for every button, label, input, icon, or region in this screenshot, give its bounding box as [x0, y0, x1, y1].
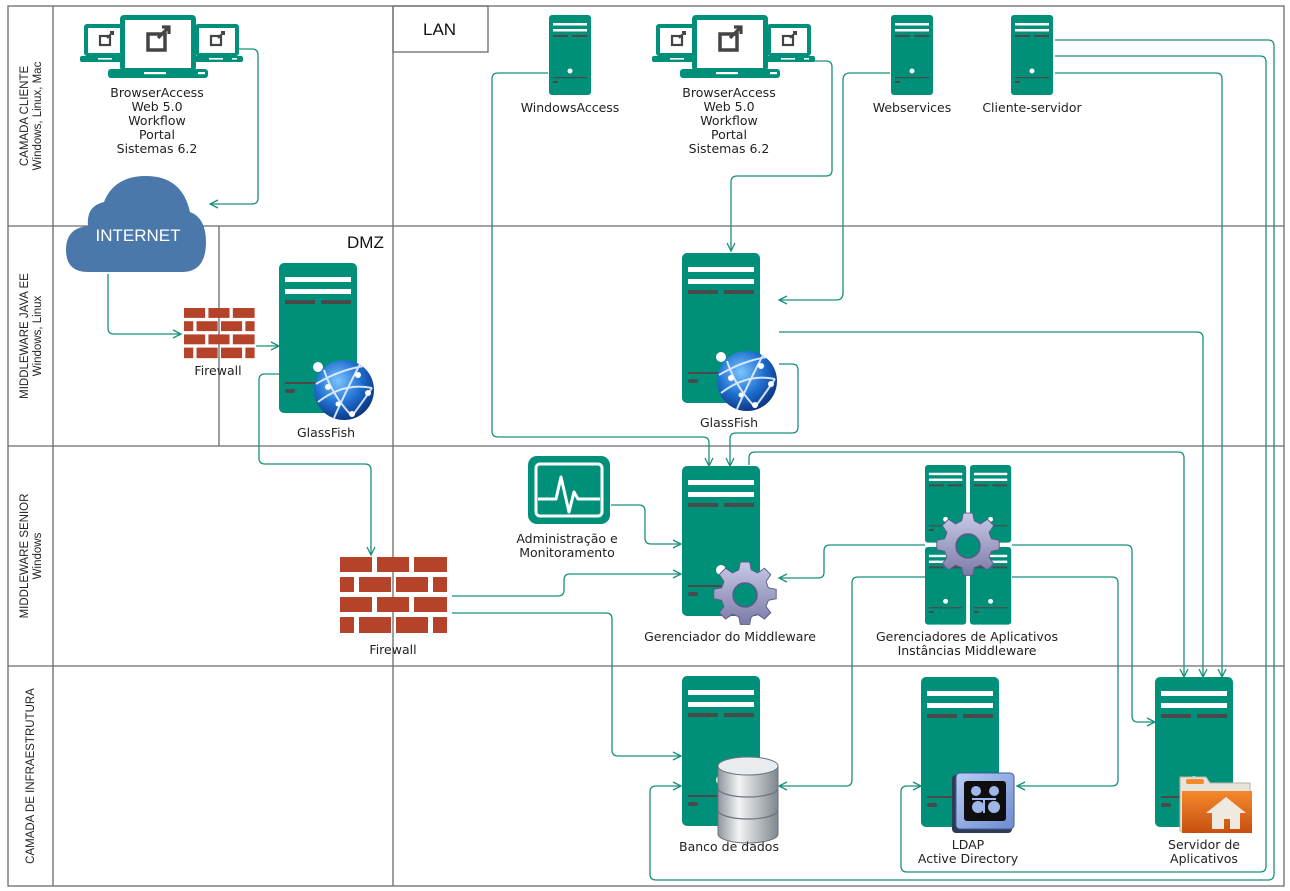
- node-label: Aplicativos: [1170, 851, 1238, 866]
- node-client-browser-internet[interactable]: BrowserAccess Web 5.0 Workflow Portal Si…: [80, 15, 243, 156]
- directory-book-icon: [951, 772, 1015, 834]
- zone-label-dmz: DMZ: [347, 233, 384, 252]
- lane-title: MIDDLEWARE SENIOR: [19, 494, 31, 619]
- connector-firewall2-banco: [452, 612, 680, 757]
- server-icon: [891, 15, 933, 95]
- server-icon: [549, 15, 591, 95]
- lane-title: MIDDLEWARE JAVA EE: [19, 273, 31, 399]
- swimlane-grid: [7, 5, 1285, 887]
- lane-subtitle: Windows: [32, 532, 44, 579]
- node-admin-monitoring[interactable]: Administração e Monitoramento: [516, 456, 618, 560]
- node-gerenciador-middleware[interactable]: Gerenciador do Middleware: [644, 466, 816, 644]
- connector-admin-gerenciador: [611, 504, 680, 545]
- lane-label-senior: MIDDLEWARE SENIOR Windows: [19, 494, 44, 619]
- connector-clienteservidor-ldap: [900, 55, 1267, 873]
- connector-client-internet: [210, 48, 259, 205]
- connector-clienteservidor-servidor: [1055, 72, 1223, 676]
- lane-label-infra: CAMADA DE INFRAESTRUTURA: [25, 688, 37, 864]
- connector-browser-glassfish: [730, 60, 833, 250]
- connector-windowsaccess-gerenciador: [491, 72, 710, 465]
- laptops-icon: [652, 15, 815, 78]
- connector-appmanagers-ldap: [1012, 576, 1119, 787]
- node-webservices[interactable]: Webservices: [873, 15, 952, 115]
- lane-title: CAMADA DE INFRAESTRUTURA: [25, 688, 37, 864]
- connector-webservices-glassfish: [780, 72, 890, 301]
- node-glassfish-lan[interactable]: GlassFish: [682, 253, 778, 430]
- node-label: Workflow: [700, 113, 757, 128]
- node-label: BrowserAccess: [682, 85, 775, 100]
- node-internet-cloud[interactable]: INTERNET: [66, 176, 206, 272]
- node-label: Gerenciador do Middleware: [644, 629, 816, 644]
- connector-glassfish-servidor: [779, 331, 1204, 676]
- gear-icon: [936, 512, 1000, 577]
- node-label: Administração e: [516, 531, 618, 546]
- monitor-pulse-icon: [528, 456, 610, 524]
- node-label: LDAP: [952, 837, 985, 852]
- node-label: Firewall: [194, 363, 241, 378]
- connector-appmanagers-banco: [780, 576, 925, 787]
- node-label: Firewall: [369, 642, 416, 657]
- connector-appmanagers-gerenciador: [780, 544, 925, 579]
- node-label: Workflow: [128, 113, 185, 128]
- node-cliente-servidor[interactable]: Cliente-servidor: [982, 15, 1083, 115]
- node-label: WindowsAccess: [521, 100, 620, 115]
- node-label: GlassFish: [700, 415, 758, 430]
- node-client-browser-lan[interactable]: BrowserAccess Web 5.0 Workflow Portal Si…: [652, 15, 815, 156]
- node-label: Cliente-servidor: [982, 100, 1082, 115]
- internet-label: INTERNET: [96, 226, 181, 245]
- connector-internet-firewall: [107, 274, 180, 335]
- connector-clienteservidor-banco: [649, 39, 1275, 881]
- zone-label-lan: LAN: [423, 20, 456, 39]
- server-icon: [1011, 15, 1053, 95]
- node-label: Active Directory: [918, 851, 1019, 866]
- node-label: Web 5.0: [703, 99, 754, 114]
- node-label: Monitoramento: [519, 545, 615, 560]
- connector-glassfish-gerenciador: [729, 363, 799, 465]
- node-firewall-senior[interactable]: Firewall: [340, 557, 447, 657]
- connector-firewall2-gerenciador: [452, 573, 680, 597]
- gear-icon: [713, 561, 777, 626]
- node-label: BrowserAccess: [110, 85, 203, 100]
- node-label: GlassFish: [297, 425, 355, 440]
- node-windowsaccess[interactable]: WindowsAccess: [521, 15, 620, 115]
- lane-label-javaee: MIDDLEWARE JAVA EE Windows, Linux: [19, 273, 44, 399]
- cloud-icon: [66, 176, 206, 272]
- node-label: Instâncias Middleware: [898, 643, 1037, 658]
- lane-subtitle: Windows, Linux, Mac: [32, 61, 44, 170]
- lane-subtitle: Windows, Linux: [32, 295, 44, 376]
- home-folder-icon: [1179, 776, 1253, 834]
- database-icon: [717, 756, 779, 844]
- node-label: Webservices: [873, 100, 952, 115]
- node-label: Portal: [139, 127, 175, 142]
- globe-icon: [716, 350, 778, 412]
- node-gerenciadores-aplicativos[interactable]: Gerenciadores de Aplicativos Instâncias …: [876, 465, 1058, 658]
- node-banco-dados[interactable]: Banco de dados: [679, 676, 779, 854]
- node-servidor-aplicativos[interactable]: Servidor de Aplicativos: [1155, 677, 1253, 866]
- connector-appmanagers-servidor: [1012, 544, 1154, 723]
- laptops-icon: [80, 15, 243, 78]
- node-label: Gerenciadores de Aplicativos: [876, 629, 1058, 644]
- node-ldap[interactable]: LDAP Active Directory: [918, 677, 1019, 866]
- node-label: Banco de dados: [679, 839, 779, 854]
- node-firewall-dmz[interactable]: Firewall: [184, 308, 255, 378]
- lane-title: CAMADA CLIENTE: [19, 66, 31, 167]
- lane-label-client: CAMADA CLIENTE Windows, Linux, Mac: [19, 61, 44, 170]
- node-label: Web 5.0: [131, 99, 182, 114]
- node-label: Sistemas 6.2: [117, 141, 198, 156]
- connectors: [107, 39, 1275, 881]
- connector-gerenciador-servidor: [748, 451, 1185, 676]
- node-label: Portal: [711, 127, 747, 142]
- globe-icon: [313, 359, 375, 421]
- connector-glassfish-firewall2: [258, 373, 372, 554]
- node-label: Sistemas 6.2: [689, 141, 770, 156]
- node-glassfish-dmz[interactable]: GlassFish: [279, 263, 375, 440]
- node-label: Servidor de: [1168, 837, 1240, 852]
